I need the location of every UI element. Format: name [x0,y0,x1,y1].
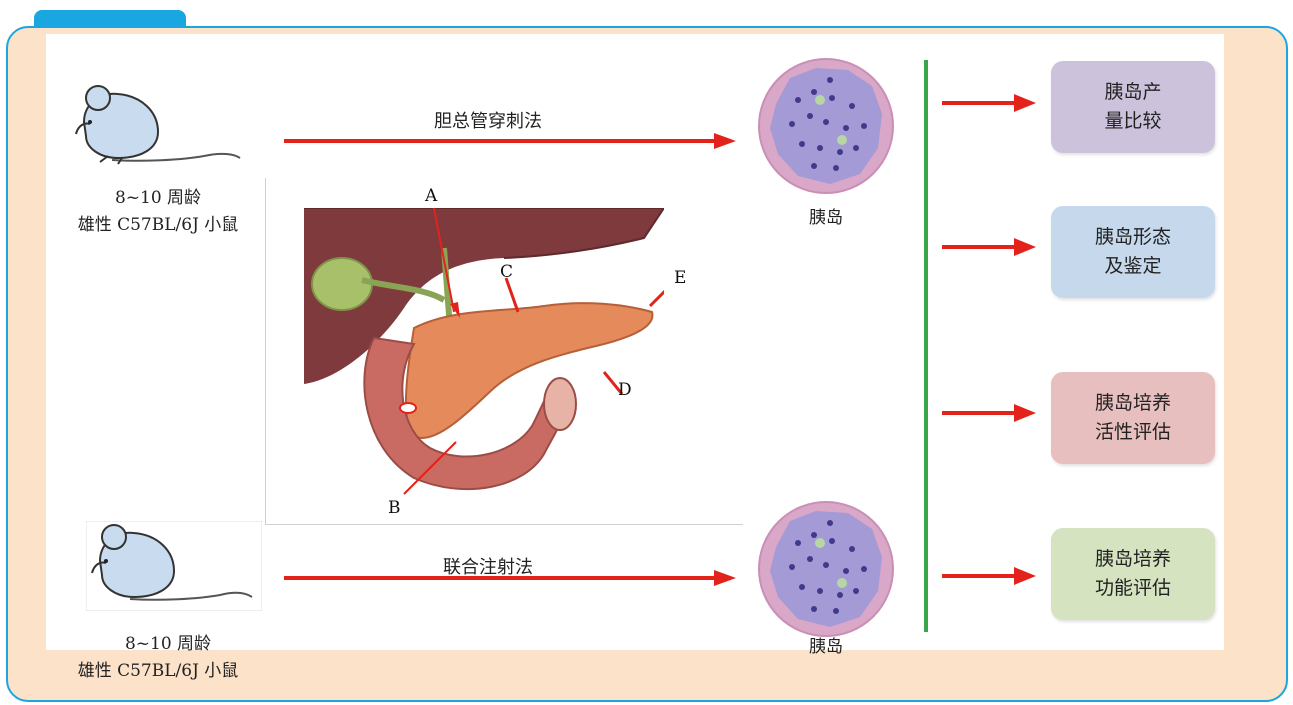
anatomy-frame-left [265,178,266,524]
mouse-icon [72,82,248,166]
outcome-line: 胰岛形态 [1095,223,1171,252]
mouse-age-label: 8~10 周龄 [98,183,218,208]
outcome-line: 胰岛产 [1104,78,1161,107]
pancreas-anatomy-image [304,208,664,498]
anatomy-frame-bottom [265,524,743,525]
right-arrow-icon [942,237,1036,257]
outcome-box-yield: 胰岛产量比较 [1051,61,1215,153]
outcome-box-morphology: 胰岛形态及鉴定 [1051,206,1215,298]
islet-label: 胰岛 [796,203,856,228]
outcome-line: 活性评估 [1095,418,1171,447]
marker-d-label: D [618,380,632,400]
right-arrow-icon [284,568,736,588]
right-arrow-icon [942,93,1036,113]
marker-c-label: C [500,262,513,282]
outcome-line: 及鉴定 [1095,252,1171,281]
marker-e-label: E [674,268,686,288]
islet-label: 胰岛 [796,632,856,657]
mouse-age-label: 8~10 周龄 [108,629,228,654]
mouse-strain-label: 雄性 C57BL/6J 小鼠 [56,656,260,681]
mouse-icon [86,521,262,611]
outcome-line: 胰岛培养 [1095,389,1171,418]
islet-image [756,499,896,639]
outcome-line: 胰岛培养 [1095,545,1171,574]
right-arrow-icon [284,131,736,151]
right-arrow-icon [942,566,1036,586]
outcome-box-viability: 胰岛培养活性评估 [1051,372,1215,464]
right-arrow-icon [942,403,1036,423]
method-label: 胆总管穿刺法 [418,107,558,133]
marker-b-label: B [388,498,401,518]
outcome-line: 量比较 [1104,107,1161,136]
mouse-strain-label: 雄性 C57BL/6J 小鼠 [56,210,260,235]
vertical-divider [924,60,928,632]
islet-image [756,56,896,196]
marker-a-label: A [425,186,437,206]
outcome-line: 功能评估 [1095,574,1171,603]
outcome-box-function: 胰岛培养功能评估 [1051,528,1215,620]
